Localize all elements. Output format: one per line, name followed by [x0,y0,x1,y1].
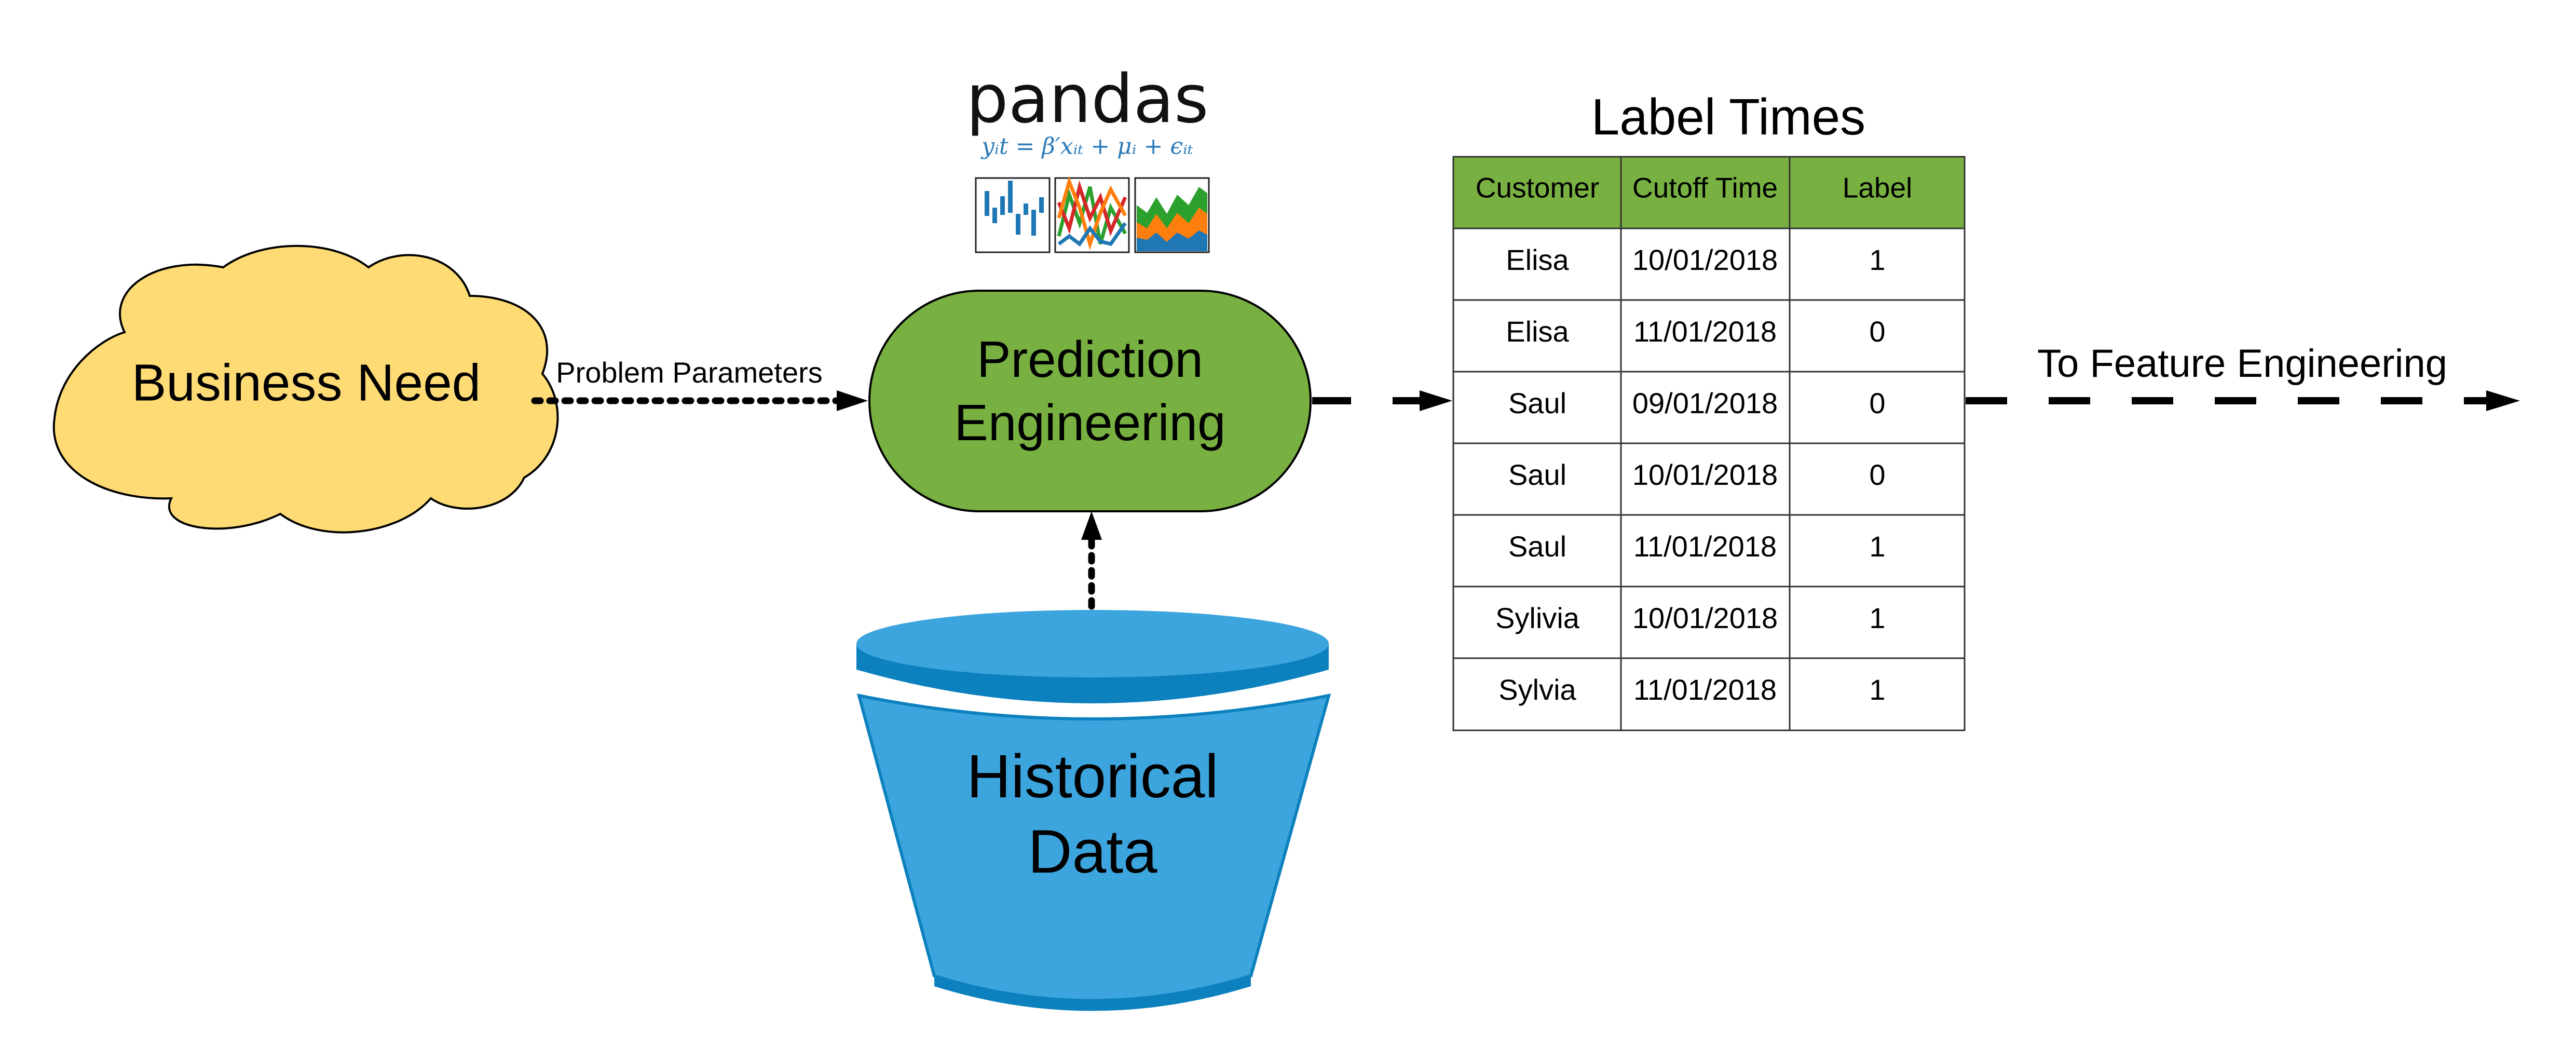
cell-cutoff-time: 10/01/2018 [1632,602,1778,634]
cloud-shape [52,244,559,534]
area-chart-icon [1134,177,1210,253]
table-row: Sylvia 11/01/2018 1 [1498,673,1885,706]
cell-cutoff-time: 11/01/2018 [1633,530,1777,563]
column-header-cutoff-time: Cutoff Time [1632,172,1778,204]
historical-data-label-line1: Historical [966,742,1218,811]
cell-label: 1 [1869,530,1885,563]
arrowhead-icon [2486,390,2520,411]
table-row: Sylivia 10/01/2018 1 [1495,602,1885,634]
to-feature-engineering-edge: To Feature Engineering [1966,342,2520,411]
prediction-engineering-node: Prediction Engineering [868,290,1312,512]
historical-data-node: Historical Data [856,610,1331,1011]
table-body: Elisa 10/01/2018 1 Elisa 11/01/2018 0 Sa… [1452,227,1966,731]
arrowhead-icon [1420,390,1452,411]
cell-customer: Saul [1508,530,1566,563]
pandas-logo: pandas yᵢt = β′xᵢₜ + μᵢ + ϵᵢₜ [966,61,1210,253]
label-times-table: Label Times Customer Cutoff Time Label E… [1452,88,1966,731]
cell-cutoff-time: 10/01/2018 [1632,243,1778,276]
cell-cutoff-time: 10/01/2018 [1632,458,1778,491]
cell-customer: Saul [1508,458,1566,491]
cell-customer: Sylivia [1495,602,1580,634]
prediction-engineering-label-line1: Prediction [977,331,1203,388]
column-header-customer: Customer [1476,172,1599,204]
cell-cutoff-time: 11/01/2018 [1633,315,1777,348]
arrowhead-icon [837,390,868,411]
cell-label: 1 [1869,602,1885,634]
table-row: Elisa 11/01/2018 0 [1506,315,1885,348]
problem-parameters-edge: Problem Parameters [531,356,868,411]
bucket-bottom-rim [934,970,1251,1011]
pandas-wordmark: pandas [966,61,1208,138]
business-need-node: Business Need [52,244,559,534]
table-row: Elisa 10/01/2018 1 [1506,243,1885,276]
table-title: Label Times [1591,88,1865,145]
cell-label: 0 [1869,458,1885,491]
lid-top [856,610,1329,677]
cell-label: 1 [1869,673,1885,706]
bucket-body [856,693,1331,1002]
cell-cutoff-time: 09/01/2018 [1632,387,1778,419]
historical-data-edge [1081,511,1102,610]
line-chart-icon [1054,176,1130,253]
business-need-label: Business Need [132,353,481,412]
bar-chart-icon [975,177,1051,253]
cell-customer: Sylvia [1498,673,1576,706]
prediction-engineering-shape [868,290,1312,512]
historical-data-label-line2: Data [1028,818,1157,886]
table-header: Customer Cutoff Time Label [1452,156,1966,229]
cell-cutoff-time: 11/01/2018 [1633,673,1777,706]
cell-customer: Elisa [1506,243,1569,276]
cell-label: 0 [1869,387,1885,419]
pandas-formula: yᵢt = β′xᵢₜ + μᵢ + ϵᵢₜ [980,133,1193,160]
column-header-label: Label [1843,172,1913,204]
cell-customer: Elisa [1506,315,1569,348]
prediction-engineering-label-line2: Engineering [954,394,1225,451]
prediction-to-table-edge [1312,390,1452,411]
table-row: Saul 09/01/2018 0 [1508,387,1886,419]
cell-label: 0 [1869,315,1885,348]
arrowhead-icon [1081,511,1102,540]
table-row: Saul 10/01/2018 0 [1508,458,1886,491]
problem-parameters-label: Problem Parameters [556,356,823,389]
table-row: Saul 11/01/2018 1 [1508,530,1886,563]
cell-label: 1 [1869,243,1885,276]
to-feature-engineering-label: To Feature Engineering [2037,342,2447,386]
cell-customer: Saul [1508,387,1566,419]
